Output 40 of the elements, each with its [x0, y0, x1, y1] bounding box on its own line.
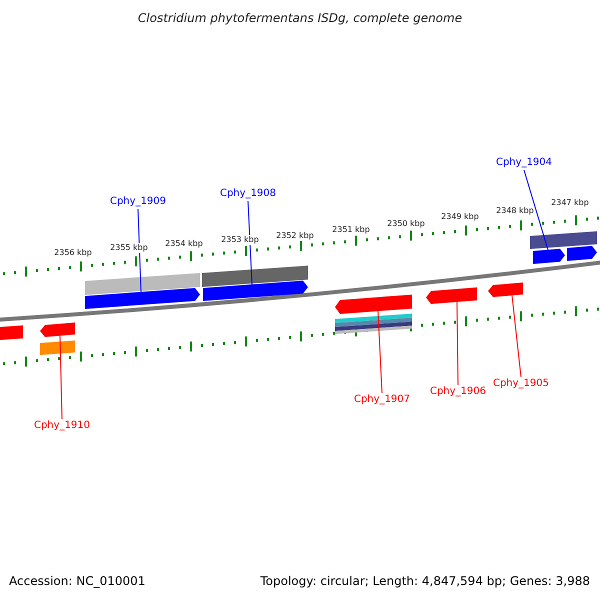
- scale-label: 2351 kbp: [332, 225, 370, 235]
- scale-label: 2350 kbp: [387, 219, 425, 229]
- accession-note: Accession: NC_010001: [9, 574, 146, 588]
- gene-label: Cphy_1907: [354, 394, 410, 406]
- gene-feature: [488, 282, 523, 297]
- scale-label: 2355 kbp: [110, 243, 148, 253]
- leader-line: [512, 294, 522, 378]
- leader-line: [248, 200, 252, 286]
- scale-label: 2348 kbp: [496, 206, 534, 216]
- gene-label: Cphy_1904: [496, 157, 552, 169]
- feature-bar: [530, 231, 597, 249]
- leader-line: [524, 170, 548, 250]
- scale-label: 2349 kbp: [441, 212, 479, 222]
- leader-line: [60, 335, 62, 420]
- feature-bar: [85, 272, 200, 295]
- gene-feature: [85, 288, 200, 309]
- leader-line: [378, 310, 382, 394]
- gene-feature: [567, 246, 597, 261]
- gene-feature: [203, 280, 308, 301]
- gene-feature: [0, 325, 23, 340]
- gene-label: Cphy_1906: [430, 386, 486, 398]
- scale-label: 2356 kbp: [54, 248, 92, 258]
- leader-line: [138, 208, 142, 293]
- feature-bar: [40, 340, 75, 355]
- gene-feature: [426, 287, 477, 304]
- scale-label: 2353 kbp: [221, 235, 259, 245]
- title: Clostridium phytofermentans ISDg, complete genome: [136, 10, 464, 27]
- gene-label: Cphy_1910: [34, 420, 90, 432]
- scale-label: 2347 kbp: [551, 198, 589, 208]
- gene-feature: [40, 322, 75, 337]
- gene-feature: [335, 294, 412, 314]
- scale-label: 2352 kbp: [276, 231, 314, 241]
- leader-line: [456, 301, 458, 386]
- genome-stats: Topology: circular; Length: 4,847,594 bp; Genes: 3,988: [260, 574, 590, 588]
- feature-bar: [202, 266, 308, 287]
- scale-label: 2354 kbp: [165, 239, 203, 249]
- gene-label: Cphy_1905: [492, 378, 550, 390]
- gene-label: Cphy_1908: [220, 188, 276, 200]
- feature-bar-stack: [335, 314, 412, 334]
- gene-label: Cphy_1909: [110, 196, 166, 208]
